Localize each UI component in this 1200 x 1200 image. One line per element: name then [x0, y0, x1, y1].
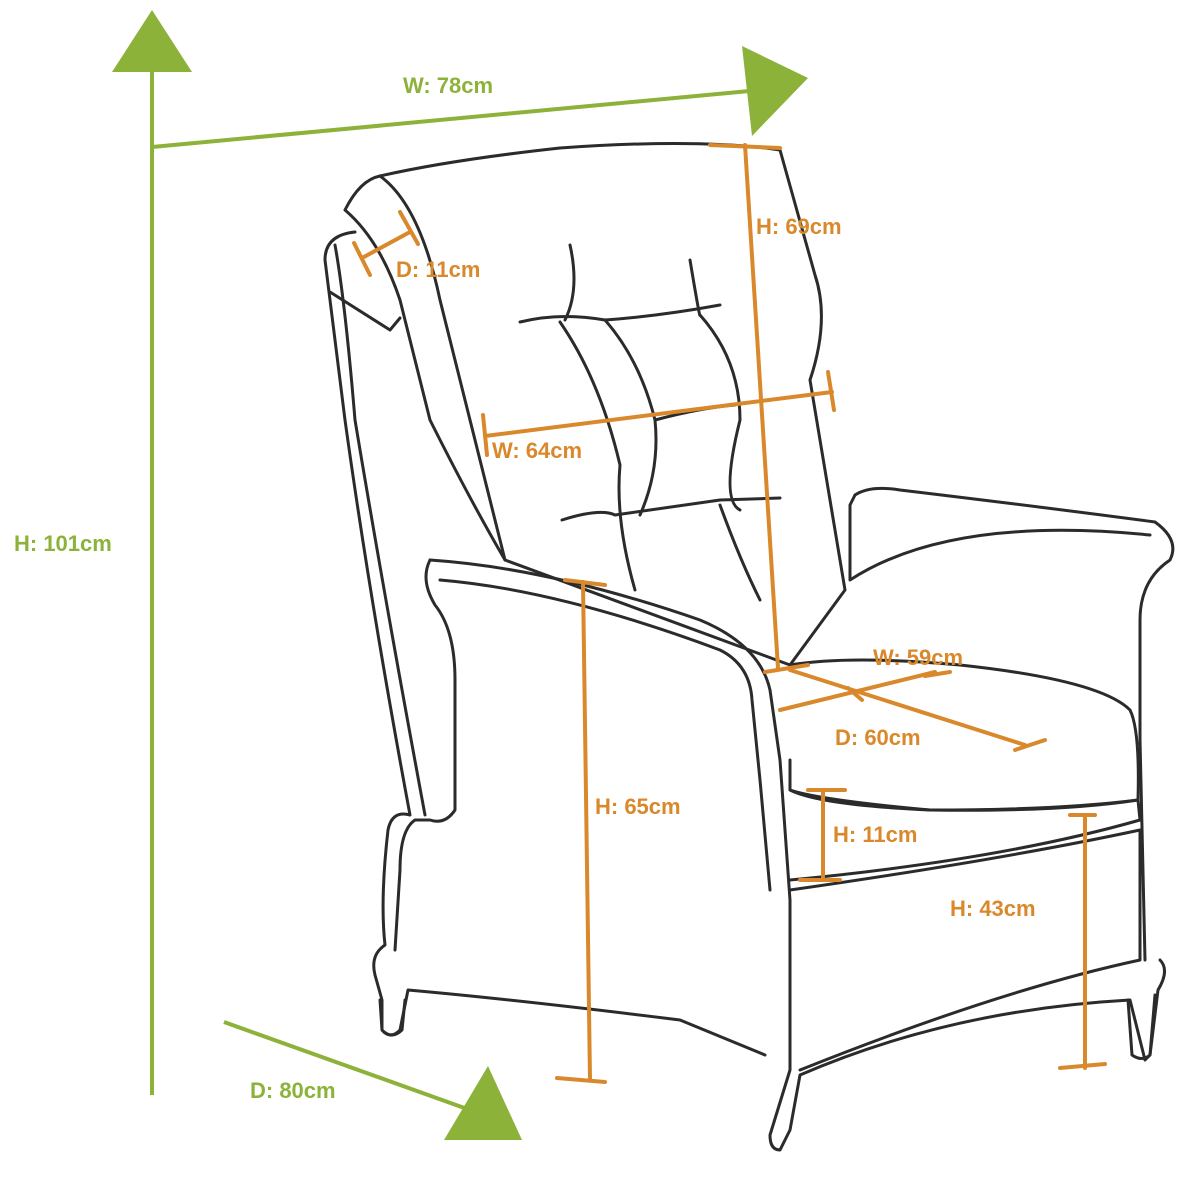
seat-height-label: H: 43cm: [950, 896, 1036, 921]
seat-width-label: W: 59cm: [873, 645, 963, 670]
back-width-label: W: 64cm: [492, 438, 582, 463]
back-width-tick-left: [481, 413, 489, 457]
back-cushion-side: [378, 174, 507, 562]
seat-depth-tick: [1013, 738, 1047, 752]
chair-outline: [323, 141, 1175, 1152]
left-wing-inner: [333, 243, 427, 817]
width-arrow-head: [742, 46, 808, 136]
overall-dimensions: [112, 10, 808, 1140]
back-height-label: H: 69cm: [756, 214, 842, 239]
left-leg: [378, 998, 407, 1037]
seat-cushion-height-label: H: 11cm: [833, 822, 917, 847]
right-leg: [1126, 993, 1157, 1060]
width-axis-line: [151, 88, 761, 149]
back-width-tick-right: [826, 370, 836, 412]
arm-height-label: H: 65cm: [595, 794, 681, 819]
arm-height-tick-top: [563, 578, 607, 587]
back-tufting: [518, 243, 782, 602]
back-width-line: [483, 390, 834, 438]
back-height-line: [743, 143, 780, 670]
depth-arrow-head: [444, 1066, 522, 1140]
left-wing-frame: [323, 230, 767, 1057]
front-arm-top: [428, 558, 1166, 1152]
height-arrow-head: [112, 10, 192, 72]
front-arm: [393, 558, 457, 952]
right-arm: [853, 486, 1175, 962]
component-dimensions: [352, 143, 1107, 1084]
overall-width-label: W: 78cm: [403, 73, 493, 98]
arm-height-line: [581, 580, 592, 1082]
back-depth-tick-1: [352, 241, 372, 277]
front-apron: [788, 828, 1142, 1072]
back-depth-tick-2: [398, 210, 420, 246]
back-depth-label: D: 11cm: [396, 257, 480, 282]
seat-height-tick-bottom: [1058, 1062, 1107, 1070]
depth-axis-line: [223, 1020, 471, 1112]
seat-width-tick-right: [923, 670, 952, 678]
seat-depth-line: [788, 668, 1027, 747]
overall-height-label: H: 101cm: [14, 531, 112, 556]
overall-depth-label: D: 80cm: [250, 1078, 336, 1103]
back-cushion: [343, 141, 847, 667]
left-wing-strap: [328, 290, 402, 332]
arm-height-tick-bottom: [555, 1076, 607, 1084]
back-height-tick-bottom: [763, 663, 810, 674]
back-height-tick-top: [708, 143, 782, 150]
seat-depth-label: D: 60cm: [835, 725, 921, 750]
right-arm-inner: [848, 493, 1152, 582]
back-depth-line: [360, 230, 412, 260]
front-arm-inner: [438, 578, 772, 892]
seat-cushion-front: [788, 788, 1142, 882]
